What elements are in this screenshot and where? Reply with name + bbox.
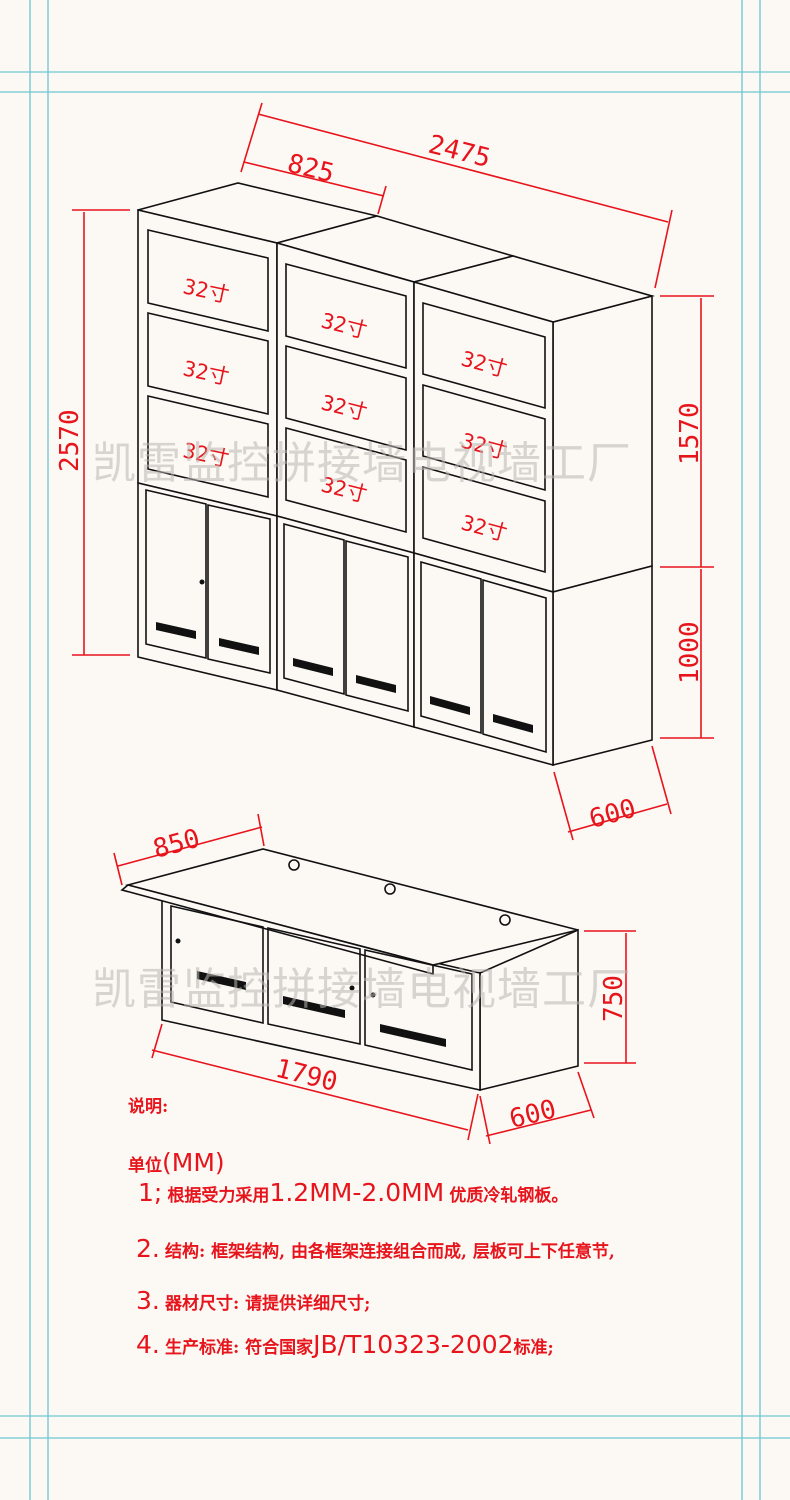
- door-2-left: [283, 522, 345, 696]
- note-4-number: 4.: [136, 1330, 160, 1359]
- cable-hole-3: [499, 914, 511, 926]
- dim-825-label: 825: [284, 149, 337, 189]
- door-1-handle: [199, 579, 205, 585]
- console-desk: [120, 848, 579, 1092]
- door-2-right: [345, 539, 409, 713]
- door-3-right: [482, 578, 547, 754]
- dim-750-label: 750: [599, 975, 629, 1022]
- vent-slot-1a: [156, 622, 196, 639]
- cable-hole-2: [384, 883, 396, 895]
- unit-line: 单位(MM): [128, 1148, 225, 1177]
- note-2-text: 结构: 框架结构, 由各框架连接组合而成, 层板可上下任意节,: [164, 1242, 615, 1262]
- note-4-text-latin: JB/T10323-2002: [313, 1330, 514, 1359]
- note-1-text-a: 根据受力采用: [167, 1186, 270, 1206]
- screen-frame-2-1: [285, 262, 407, 370]
- vent-slot-2a: [293, 658, 333, 676]
- dim-cab-600-line: [567, 803, 668, 833]
- dim-850-ext-right: [257, 813, 265, 847]
- console-door-3: [364, 949, 473, 1072]
- dim-cab-600-ext-right: [651, 745, 672, 815]
- dim-con-600-label: 600: [506, 1094, 559, 1134]
- door-1-left: [145, 488, 207, 660]
- screen-frame-1-1: [147, 228, 269, 333]
- note-item-3: 3. 器材尺寸: 请提供详细尺寸;: [136, 1286, 370, 1315]
- cable-hole-1: [288, 859, 300, 871]
- unit-value: (MM): [162, 1148, 225, 1177]
- dim-850-line: [117, 826, 263, 867]
- console-vent-3: [380, 1024, 446, 1047]
- note-1-number: 1;: [138, 1178, 163, 1207]
- console-handle-1: [175, 938, 181, 944]
- dim-con-600-ext-right: [577, 1071, 595, 1119]
- dim-2475-ext-right: [654, 209, 673, 289]
- console-door-2: [267, 926, 361, 1045]
- vent-slot-1b: [219, 638, 259, 655]
- cabinet-wall: 32寸 32寸 32寸 32寸 32寸 32寸 32寸 32寸 32寸: [137, 182, 656, 767]
- screen-frame-1-2: [147, 311, 269, 416]
- console-handle-3: [370, 992, 376, 998]
- watermark-1: 凯雷监控拼接墙电视墙工厂: [92, 438, 632, 489]
- dim-850-label: 850: [150, 824, 203, 865]
- note-3-text: 器材尺寸: 请提供详细尺寸;: [164, 1294, 371, 1314]
- dim-2570-label: 2570: [55, 409, 85, 472]
- note-item-1: 1; 根据受力采用1.2MM-2.0MM 优质冷轧钢板。: [138, 1178, 568, 1207]
- unit-prefix: 单位: [128, 1156, 162, 1176]
- dim-con-600-line: [485, 1109, 592, 1137]
- note-3-number: 3.: [136, 1286, 160, 1315]
- door-1-right: [207, 503, 271, 675]
- console-door-1: [170, 904, 264, 1025]
- watermark-2: 凯雷监控拼接墙电视墙工厂: [92, 964, 632, 1015]
- dim-2475-ext-left: [240, 102, 263, 173]
- screen-frame-2-2: [285, 344, 407, 452]
- note-item-2: 2. 结构: 框架结构, 由各框架连接组合而成, 层板可上下任意节,: [136, 1234, 615, 1263]
- dim-con-600-ext-left: [479, 1095, 491, 1145]
- screen-frame-3-2: [422, 383, 546, 492]
- vent-slot-3b: [493, 714, 533, 733]
- note-1-text-b: 优质冷轧钢板。: [449, 1186, 569, 1206]
- vent-slot-3a: [430, 696, 470, 715]
- console-vent-2: [283, 996, 345, 1018]
- dim-1790-line: [151, 1049, 469, 1131]
- note-2-number: 2.: [136, 1234, 160, 1263]
- console-vent-1: [197, 971, 246, 990]
- dim-cab-600-label: 600: [586, 794, 639, 835]
- screen-frame-3-3: [422, 465, 546, 574]
- door-3-left: [420, 560, 482, 735]
- dim-825-line: [243, 161, 385, 197]
- note-4-text-b: 标准;: [513, 1338, 554, 1358]
- console-handle-2: [349, 985, 355, 991]
- dim-1790-label: 1790: [272, 1054, 340, 1098]
- dim-1790-ext-right: [467, 1093, 479, 1141]
- note-item-4: 4. 生产标准: 符合国家JB/T10323-2002标准;: [136, 1330, 554, 1359]
- cabinet-side-face-lower: [552, 564, 653, 767]
- screen-frame-1-3: [147, 394, 269, 499]
- dim-825-ext: [377, 185, 387, 215]
- dim-2475-line: [257, 113, 669, 223]
- dim-1000-label: 1000: [675, 621, 705, 684]
- dim-1790-ext-left: [151, 1023, 163, 1059]
- note-4-text-a: 生产标准: 符合国家: [164, 1338, 314, 1358]
- screen-frame-3-1: [422, 301, 546, 410]
- dim-850-ext-left: [113, 852, 123, 886]
- dim-1570-label: 1570: [675, 402, 705, 465]
- screen-frame-2-3: [285, 426, 407, 534]
- notes-heading: 说明:: [128, 1097, 169, 1117]
- vent-slot-2b: [356, 675, 396, 693]
- dim-cab-600-ext-left: [553, 771, 574, 841]
- note-1-text-latin: 1.2MM-2.0MM: [269, 1178, 445, 1207]
